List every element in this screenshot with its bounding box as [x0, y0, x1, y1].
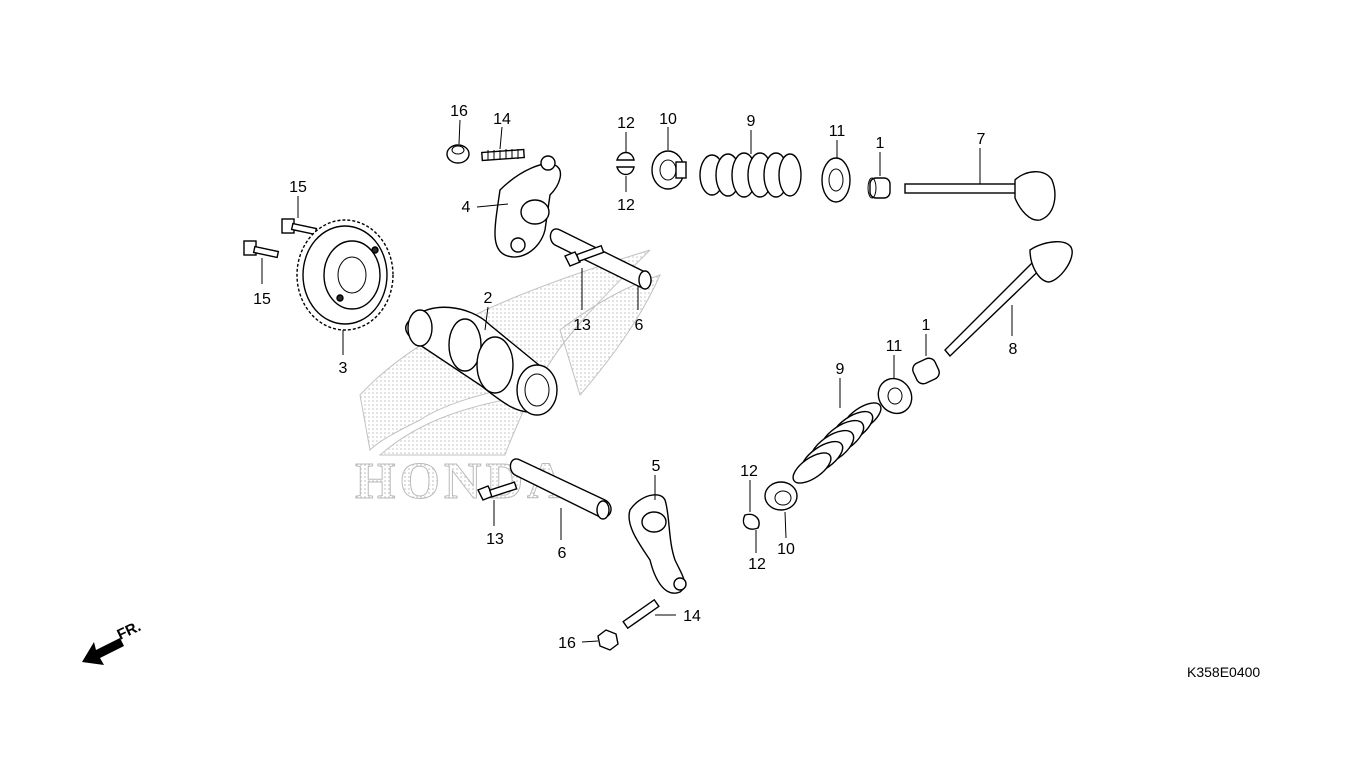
callout-11-top: 11: [829, 123, 846, 140]
part-rocker-arm-upper: [494, 155, 562, 258]
part-stem-seal-lower: [764, 481, 798, 511]
callout-11-lower: 11: [886, 338, 903, 355]
part-cotter-top-upper: [616, 151, 635, 161]
callout-7: 7: [977, 131, 986, 148]
callout-13-upper: 13: [573, 317, 591, 334]
diagram-reference-code: K358E0400: [1187, 664, 1260, 680]
callout-6-upper: 6: [635, 317, 644, 334]
front-direction-indicator: FR.: [82, 618, 144, 665]
part-nut-lower: [597, 629, 619, 651]
callout-6-lower: 6: [558, 545, 567, 562]
part-bolt-15-upper: [281, 218, 318, 236]
part-valve-cap-lower: [912, 357, 940, 385]
part-rocker-shaft-upper: [549, 228, 652, 290]
part-bolt-15-lower: [243, 240, 280, 259]
part-spring-retainer-lower: [877, 377, 913, 415]
callout-12-top-upper: 12: [617, 115, 635, 132]
leader-lines: [261, 119, 1013, 643]
callout-9-lower: 9: [836, 361, 845, 378]
part-valve-cap-top: [867, 177, 891, 199]
part-stem-seal-top: [651, 150, 687, 190]
callout-10-lower: 10: [777, 541, 795, 558]
callout-14-lower: 14: [683, 608, 701, 625]
callout-4: 4: [462, 199, 471, 216]
callout-16-top: 16: [450, 103, 468, 120]
part-rocker-shaft-lower: [509, 458, 612, 520]
callout-1-top: 1: [876, 135, 885, 152]
callout-9-top: 9: [747, 113, 756, 130]
callout-1-lower: 1: [922, 317, 931, 334]
callout-10-top: 10: [659, 111, 677, 128]
front-arrow-icon: [82, 638, 124, 665]
callout-5: 5: [652, 458, 661, 475]
callout-12-lower-lower: 12: [748, 556, 766, 573]
callout-12-top-lower: 12: [617, 197, 635, 214]
part-rocker-arm-lower: [628, 494, 687, 594]
front-label: FR.: [115, 618, 144, 644]
part-cam-sprocket: [296, 219, 394, 331]
part-valve-exhaust: [944, 241, 1073, 358]
callout-2: 2: [484, 290, 493, 307]
part-valve-intake: [904, 171, 1056, 221]
callout-8: 8: [1009, 341, 1018, 358]
part-cotter-lower: [742, 513, 760, 530]
callout-16-lower: 16: [558, 635, 576, 652]
part-bolt-lower: [477, 481, 518, 501]
callout-12-lower-upper: 12: [740, 463, 758, 480]
part-spring-retainer-top: [821, 157, 851, 203]
part-stud-lower: [622, 598, 660, 630]
callout-15-lower: 15: [253, 291, 271, 308]
part-cotter-top-lower: [616, 166, 635, 176]
callout-15-upper: 15: [289, 179, 307, 196]
part-valve-spring-lower: [792, 402, 882, 484]
part-stud-top: [481, 148, 525, 162]
callout-14-top: 14: [493, 111, 511, 128]
part-bolt-upper: [564, 244, 605, 267]
callout-13-lower: 13: [486, 531, 504, 548]
part-camshaft: [404, 306, 558, 416]
part-cap-nut-top: [446, 144, 470, 164]
callout-3: 3: [339, 360, 348, 377]
part-valve-spring-top: [699, 152, 802, 198]
